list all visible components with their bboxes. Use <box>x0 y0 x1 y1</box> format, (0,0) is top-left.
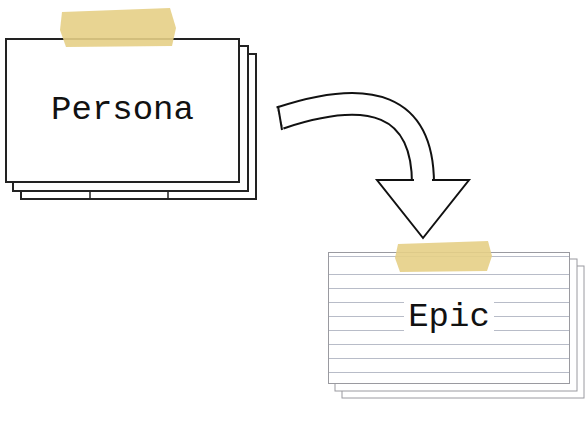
card-title: Persona <box>47 92 198 129</box>
persona-card: Persona <box>5 38 240 183</box>
epic-card: Epic <box>328 252 570 384</box>
card-title: Epic <box>404 299 494 336</box>
curved-arrow <box>278 104 469 238</box>
